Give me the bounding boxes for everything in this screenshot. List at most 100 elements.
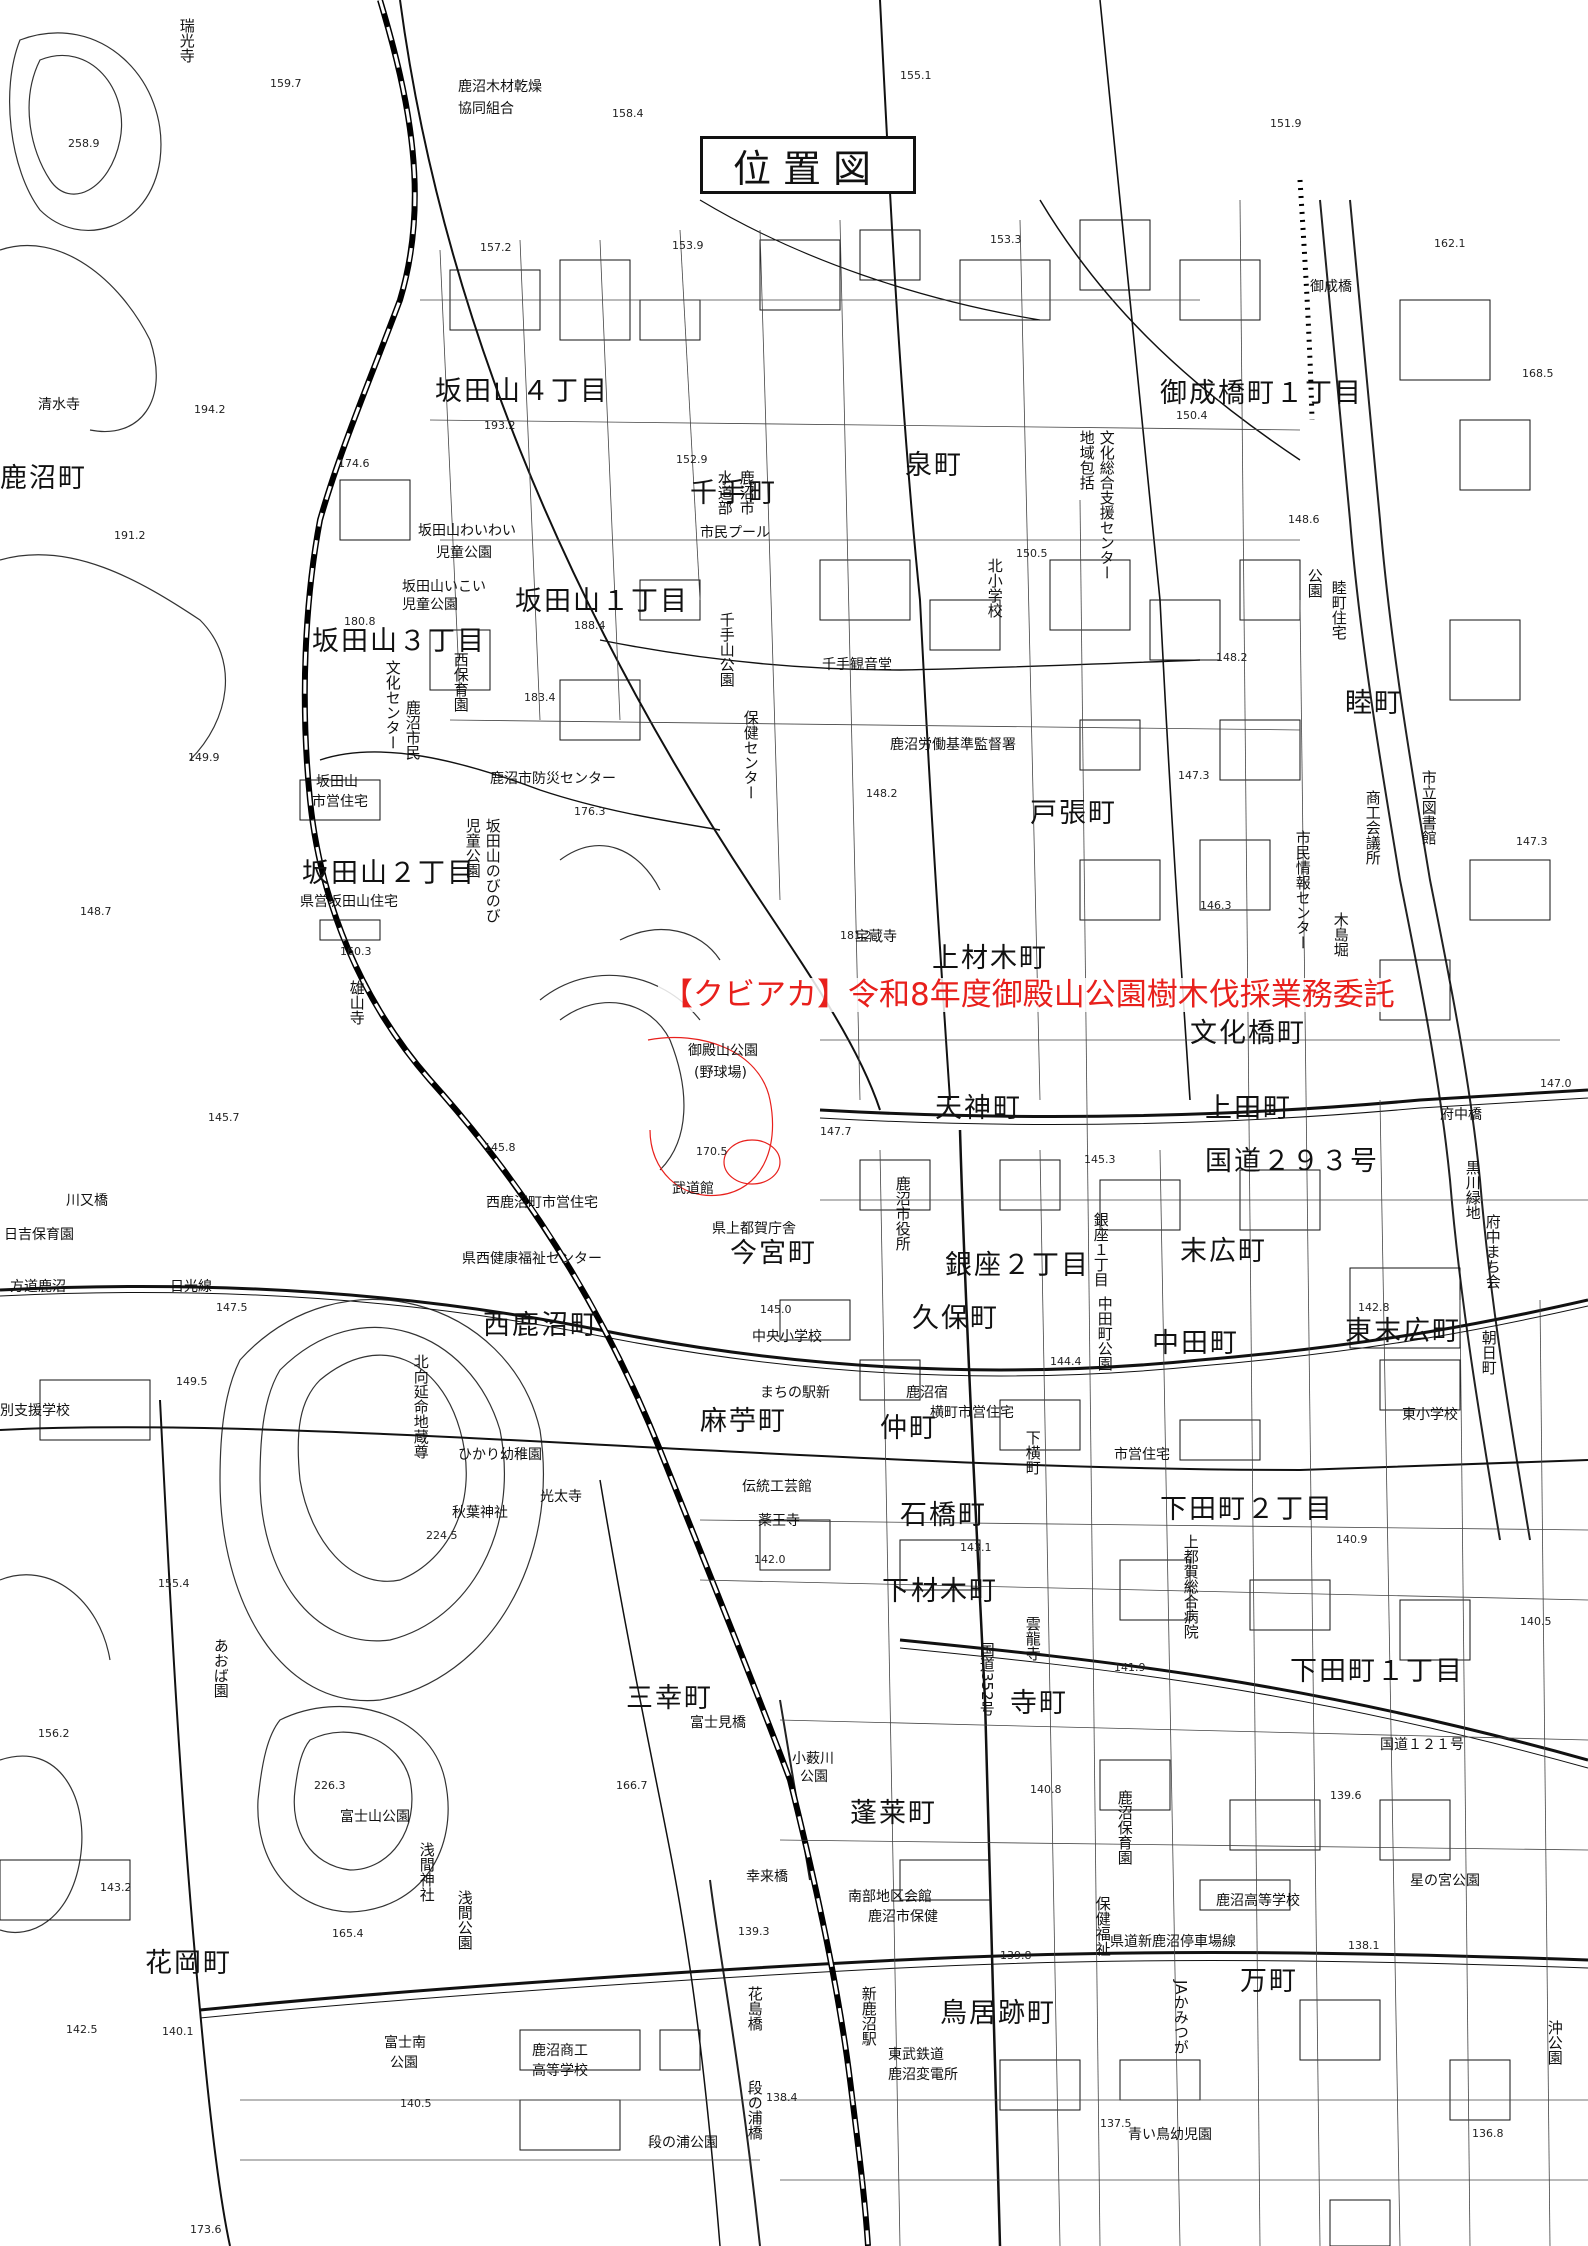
vertical-label: 市立図書館	[1419, 770, 1438, 845]
vertical-label: 国道352号	[977, 1642, 996, 1716]
spot-height: 148.7	[80, 905, 112, 918]
spot-height: 140.5	[1520, 1615, 1552, 1628]
town-label: 西鹿沼町	[483, 1310, 599, 1341]
spot-height: 224.5	[426, 1529, 458, 1542]
spot-height: 191.2	[114, 529, 146, 542]
place-label: 鹿沼市防災センター	[490, 771, 616, 787]
spot-height: 174.6	[338, 457, 370, 470]
place-label: 段の浦公園	[648, 2135, 718, 2151]
spot-height: 183.4	[524, 691, 556, 704]
spot-height: 151.9	[1270, 117, 1302, 130]
spot-height: 188.4	[574, 619, 606, 632]
project-site-outline	[647, 1036, 781, 1197]
spot-height: 140.1	[162, 2025, 194, 2038]
town-label: 久保町	[912, 1303, 999, 1334]
town-label: 国道２９３号	[1205, 1146, 1379, 1177]
project-label: 【クビアカ】令和8年度御殿山公園樹木伐採業務委託	[658, 978, 1399, 1012]
vertical-label: 文化センター	[383, 660, 402, 750]
place-label: 鹿沼商工	[532, 2043, 588, 2059]
town-label: 寺町	[1010, 1688, 1068, 1719]
town-label: 今宮町	[730, 1238, 817, 1269]
place-label: 武道館	[672, 1181, 714, 1197]
place-label: 鹿沼変電所	[888, 2067, 958, 2083]
spot-height: 137.5	[1100, 2117, 1132, 2130]
town-label: 文化橋町	[1190, 1018, 1306, 1049]
spot-height: 153.3	[990, 233, 1022, 246]
spot-height: 149.9	[188, 751, 220, 764]
town-label: 花岡町	[145, 1948, 232, 1979]
spot-height: 226.3	[314, 1779, 346, 1792]
town-label: 下田町１丁目	[1290, 1656, 1464, 1687]
spot-height: 149.5	[176, 1375, 208, 1388]
town-label: 銀座２丁目	[945, 1250, 1090, 1281]
place-label: 県営坂田山住宅	[300, 894, 398, 910]
place-label: 日光線	[170, 1279, 212, 1295]
town-label: 坂田山２丁目	[302, 858, 476, 889]
place-label: 南部地区会館	[848, 1889, 932, 1905]
spot-height: 153.9	[672, 239, 704, 252]
place-label: 御殿山公園	[688, 1043, 758, 1059]
vertical-label: 児童公園	[463, 818, 482, 878]
vertical-label: 地域包括	[1077, 430, 1096, 490]
place-label: 光太寺	[540, 1489, 582, 1505]
place-label: ひかり幼稚園	[458, 1447, 542, 1463]
spot-height: 140.5	[400, 2097, 432, 2110]
town-label: 上材木町	[932, 943, 1048, 974]
place-label: 市民プール	[700, 525, 770, 541]
spot-height: 160.3	[340, 945, 372, 958]
spot-height: 148.6	[1288, 513, 1320, 526]
vertical-label: JAかみつが	[1171, 1980, 1190, 2055]
town-label: 中田町	[1152, 1328, 1239, 1359]
spot-height: 150.4	[1176, 409, 1208, 422]
town-label: 下材木町	[882, 1576, 998, 1607]
spot-height: 147.3	[1178, 769, 1210, 782]
town-label: 鳥居跡町	[940, 1998, 1056, 2029]
vertical-label: 保健センター	[741, 710, 760, 800]
vertical-label: 坂田山のびのび	[483, 818, 502, 923]
place-label: 日吉保育園	[4, 1227, 74, 1243]
spot-height: 193.2	[484, 419, 516, 432]
place-label: (野球場)	[694, 1065, 747, 1081]
town-label: 仲町	[880, 1413, 938, 1444]
vertical-label: 市民情報センター	[1293, 830, 1312, 950]
town-label: 千手町	[690, 478, 777, 509]
spot-height: 136.8	[1472, 2127, 1504, 2140]
spot-height: 143.1	[960, 1541, 992, 1554]
vertical-label: 文化総合支援センター	[1097, 430, 1116, 580]
spot-height: 147.5	[216, 1301, 248, 1314]
place-label: 中央小学校	[752, 1329, 822, 1345]
vertical-label: 商工会議所	[1363, 790, 1382, 865]
vertical-label: 中田町公園	[1095, 1296, 1114, 1371]
spot-height: 180.8	[344, 615, 376, 628]
town-label: 天神町	[935, 1093, 1022, 1124]
spot-height: 181.2	[840, 929, 872, 942]
place-label: 児童公園	[402, 597, 458, 613]
spot-height: 147.7	[820, 1125, 852, 1138]
place-label: 国道１２１号	[1380, 1737, 1464, 1753]
vertical-label: 鹿沼市役所	[893, 1176, 912, 1251]
vertical-label: 木島堀	[1331, 912, 1350, 957]
spot-height: 142.5	[66, 2023, 98, 2036]
vertical-label: 鹿沼市民	[403, 700, 422, 760]
place-label: 坂田山いこい	[402, 579, 486, 595]
place-label: 薬王寺	[758, 1513, 800, 1529]
place-label: 市営住宅	[1114, 1447, 1170, 1463]
spot-height: 158.4	[612, 107, 644, 120]
place-label: 西鹿沼町市営住宅	[486, 1195, 598, 1211]
place-label: 宝蔵寺	[855, 929, 897, 945]
vertical-label: 千手山公園	[717, 612, 736, 687]
spot-height: 145.3	[1084, 1153, 1116, 1166]
place-label: 星の宮公園	[1410, 1873, 1480, 1889]
place-label: まちの駅新	[760, 1385, 830, 1401]
vertical-label: 浅間公園	[455, 1890, 474, 1950]
place-label: 川又橋	[66, 1193, 108, 1209]
spot-height: 176.3	[574, 805, 606, 818]
town-label: 下田町２丁目	[1160, 1494, 1334, 1525]
vertical-label: 北向延命地蔵尊	[411, 1354, 430, 1459]
place-label: 別支援学校	[0, 1403, 70, 1419]
spot-height: 145.8	[484, 1141, 516, 1154]
spot-height: 147.0	[1540, 1077, 1572, 1090]
place-label: 鹿沼木材乾燥	[458, 79, 542, 95]
place-label: 東武鉄道	[888, 2047, 944, 2063]
